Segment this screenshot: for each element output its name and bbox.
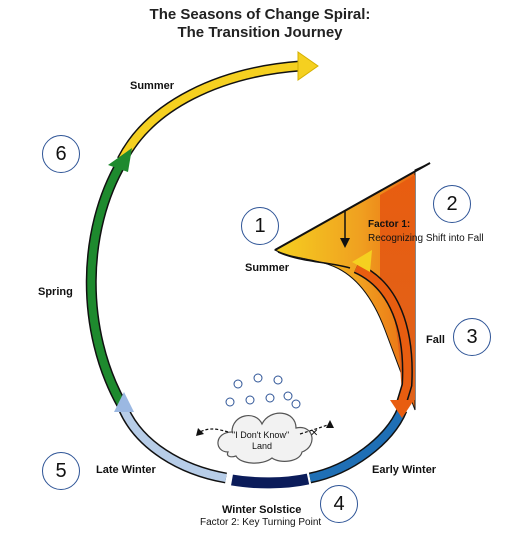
badge-5: 5: [42, 452, 80, 490]
cloud-left-arrow: [199, 428, 229, 433]
label-spring: Spring: [38, 286, 73, 298]
late-winter-arrowhead: [114, 392, 134, 412]
cloud-right-arrow: [299, 423, 331, 435]
label-factor2: Factor 2: Key Turning Point: [200, 517, 322, 528]
badge-1: 1: [241, 207, 279, 245]
label-winter-solstice: Winter Solstice: [222, 504, 302, 516]
wedge-top-edge: [274, 162, 431, 251]
label-factor1-title: Factor 1:: [368, 219, 411, 230]
title-line-2: The Transition Journey: [177, 24, 343, 41]
summer-inner-curve: [277, 251, 351, 269]
shift-arrow-head: [340, 238, 350, 248]
fall-arrowhead: [390, 400, 414, 418]
label-fall: Fall: [426, 334, 445, 346]
badge-3: 3: [453, 318, 491, 356]
badge-6: 6: [42, 135, 80, 173]
factor1-arrowhead: [352, 250, 372, 272]
title-line-1: The Seasons of Change Spiral:: [149, 6, 371, 23]
summer-arrowhead: [297, 51, 319, 81]
badge-4: 4: [320, 485, 358, 523]
label-early-winter: Early Winter: [372, 464, 437, 476]
label-factor1-sub: Recognizing Shift into Fall: [368, 233, 484, 244]
confused-figures: [225, 373, 301, 409]
label-summer-inner: Summer: [245, 262, 290, 274]
solstice-segment: [231, 473, 310, 489]
cross-mark: ✕: [310, 428, 318, 439]
spring-arrowhead: [108, 148, 132, 172]
label-idk-line2: Land: [252, 441, 273, 451]
badge-2: 2: [433, 185, 471, 223]
label-idk-line1: "I Don't Know": [232, 430, 290, 440]
idk-cloud: [217, 412, 313, 464]
label-summer-top: Summer: [130, 80, 175, 92]
label-late-winter: Late Winter: [96, 464, 156, 476]
